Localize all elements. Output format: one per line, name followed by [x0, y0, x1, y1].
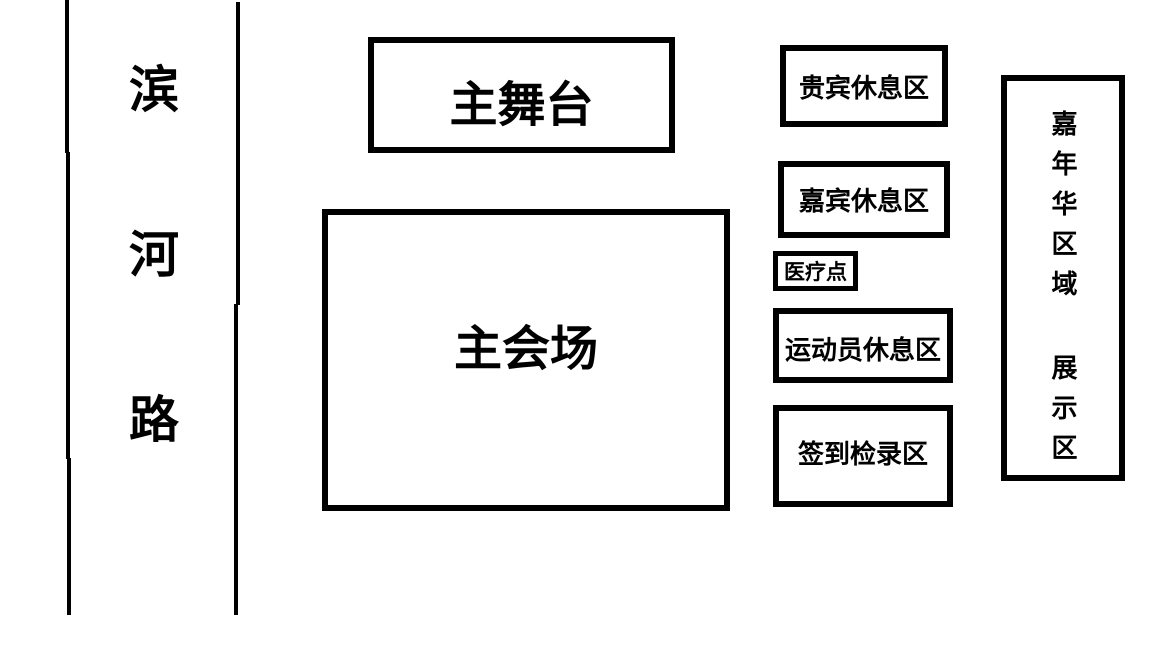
- road-left-line-segment: [65, 0, 69, 153]
- road-name-label: 滨河路: [122, 63, 178, 558]
- vip-lounge-box: 贵宾休息区: [780, 45, 948, 127]
- main-stage-box: 主舞台: [368, 37, 675, 153]
- medical-point-label: 医疗点: [784, 261, 847, 284]
- main-stage-label: 主舞台: [449, 79, 594, 132]
- athlete-lounge-label: 运动员休息区: [784, 335, 941, 365]
- checkin-area-box: 签到检录区: [773, 405, 953, 507]
- guest-lounge-label: 嘉宾休息区: [798, 186, 929, 216]
- road-right-line-segment: [234, 304, 238, 615]
- road-left-line-segment: [67, 458, 71, 615]
- checkin-area-label: 签到检录区: [797, 438, 928, 469]
- main-hall-label: 主会场: [453, 323, 598, 376]
- carnival-exhibition-box: 嘉年华区域 展示区: [1001, 75, 1125, 481]
- main-hall-box: 主会场: [322, 209, 730, 511]
- carnival-area-label: 嘉年华区域: [1048, 110, 1078, 310]
- exhibition-area-label: 展示区: [1048, 354, 1078, 474]
- vip-lounge-label: 贵宾休息区: [798, 72, 929, 103]
- medical-point-box: 医疗点: [773, 251, 858, 291]
- guest-lounge-box: 嘉宾休息区: [778, 161, 950, 238]
- road-right-line-segment: [236, 2, 240, 305]
- road-left-line-segment: [66, 152, 70, 459]
- athlete-lounge-box: 运动员休息区: [773, 308, 953, 383]
